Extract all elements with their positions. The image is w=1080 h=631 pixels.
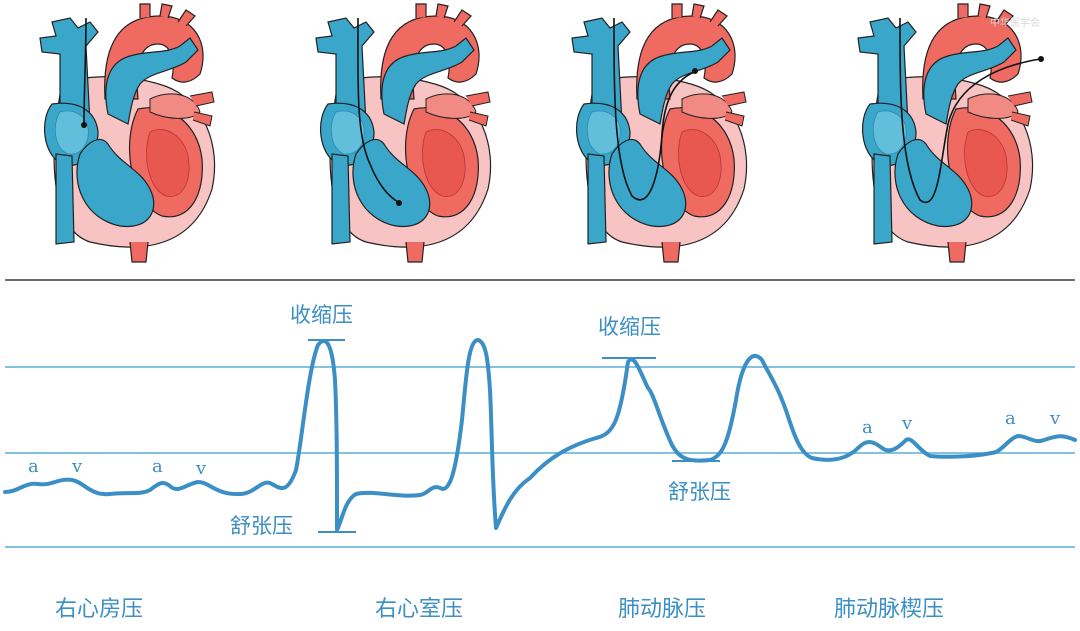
systolic-label-rv: 收缩压 [290, 303, 353, 327]
heart-illustration-pulmonary-artery [571, 3, 748, 263]
systolic-label-pa: 收缩压 [598, 315, 661, 339]
watermark: 中华医学会 [990, 16, 1040, 29]
ra-v-marker: v [71, 456, 83, 477]
pcwp-v-marker: v [1049, 408, 1061, 429]
catheter-line [83, 17, 87, 125]
heart-illustration-right-ventricle [315, 3, 492, 263]
diastolic-label-rv: 舒张压 [230, 514, 293, 538]
heart-illustration-right-atrium [39, 3, 216, 263]
ra-a-marker: a [28, 456, 39, 477]
caption-pcwp: 肺动脉楔压 [834, 597, 944, 622]
catheter-tip [692, 68, 698, 74]
catheter-line [613, 17, 695, 201]
caption-pulmonary-artery-pressure: 肺动脉压 [618, 597, 706, 622]
catheter-tip [396, 200, 402, 206]
ra-a-marker: a [152, 456, 163, 477]
ra-v-marker: v [195, 458, 207, 479]
catheter-line [899, 17, 1041, 204]
catheter-tip [1038, 56, 1044, 62]
pcwp-a-marker: a [862, 417, 873, 438]
caption-right-ventricular-pressure: 右心室压 [375, 597, 463, 622]
caption-right-atrial-pressure: 右心房压 [55, 597, 143, 622]
pressure-waveform [3, 338, 1077, 532]
pcwp-v-marker: v [901, 413, 913, 434]
pcwp-a-marker: a [1005, 408, 1016, 429]
catheter-tip [81, 122, 87, 128]
diastolic-label-pa: 舒张压 [668, 480, 731, 504]
heart-illustration-pcwp [857, 3, 1044, 263]
catheter-line [357, 17, 399, 203]
